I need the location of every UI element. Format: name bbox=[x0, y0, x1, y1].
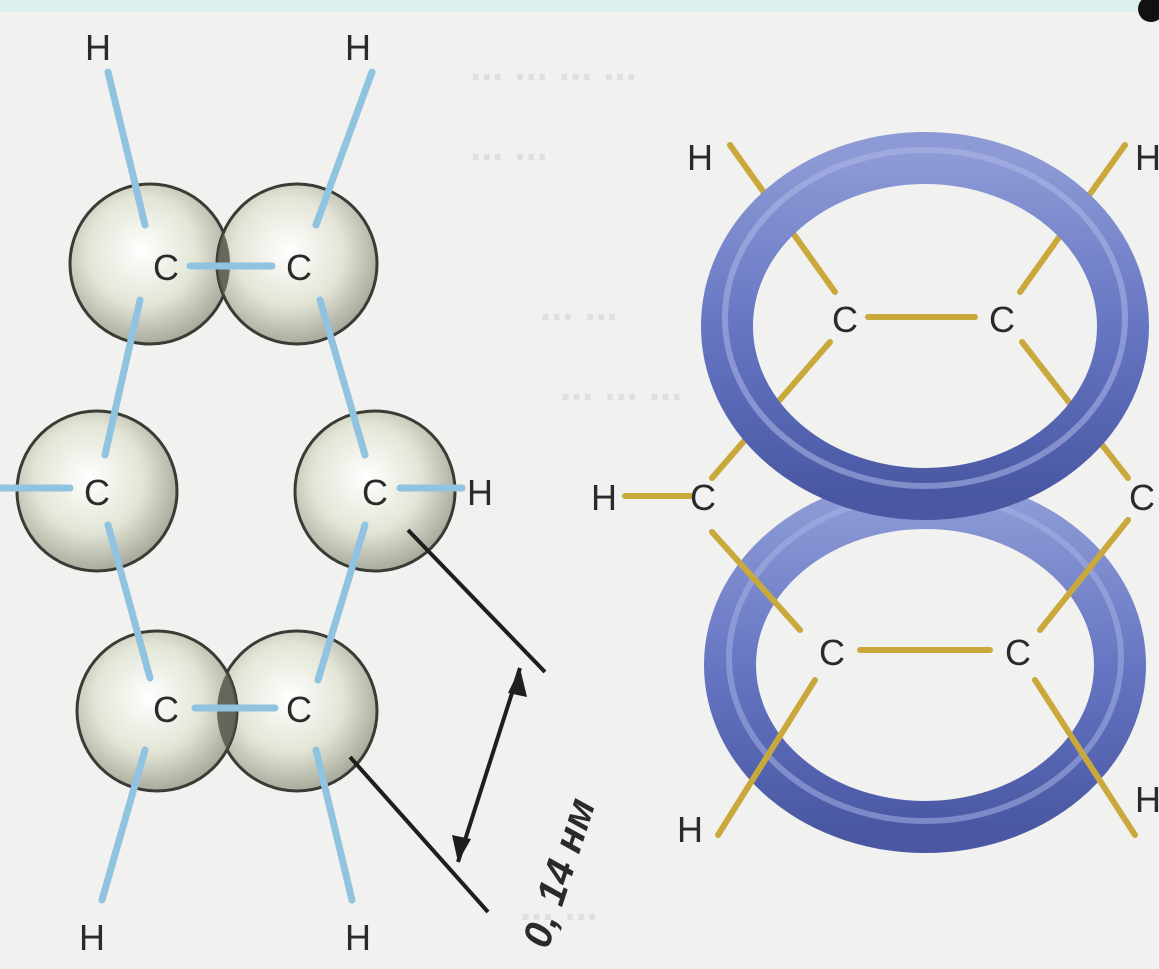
carbon-label: C bbox=[1129, 477, 1155, 518]
carbon-label: C bbox=[286, 247, 312, 288]
hydrogen-label: H bbox=[687, 137, 713, 178]
hydrogen-label: H bbox=[85, 27, 111, 68]
carbon-label: C bbox=[153, 689, 179, 730]
slide-bullet-dot bbox=[1138, 0, 1159, 22]
svg-text:... ... ...: ... ... ... bbox=[560, 365, 682, 409]
carbon-label: C bbox=[832, 299, 858, 340]
hydrogen-label: H bbox=[467, 472, 493, 513]
hydrogen-label: H bbox=[1135, 779, 1159, 820]
sigma-bonds bbox=[0, 68, 466, 904]
dimension-arrowheads bbox=[452, 668, 527, 862]
background-text-ghost: ... ... ... ... ... ... ... ... ... ... … bbox=[470, 45, 682, 929]
hydrogen-label: H bbox=[591, 477, 617, 518]
svg-text:... ... ... ...: ... ... ... ... bbox=[470, 45, 637, 89]
hydrogen-label: H bbox=[345, 27, 371, 68]
svg-text:... ...: ... ... bbox=[470, 125, 548, 169]
top-strip bbox=[0, 0, 1159, 12]
carbon-label: C bbox=[84, 472, 110, 513]
hydrogen-label: H bbox=[345, 917, 371, 958]
pi-electron-cloud-top bbox=[701, 132, 1149, 520]
carbon-label: C bbox=[1005, 632, 1031, 673]
carbon-label: C bbox=[690, 477, 716, 518]
hydrogen-label: H bbox=[1135, 137, 1159, 178]
carbon-label: C bbox=[989, 299, 1015, 340]
carbon-label: C bbox=[819, 632, 845, 673]
hydrogen-label: H bbox=[79, 917, 105, 958]
carbon-label: C bbox=[286, 689, 312, 730]
svg-text:... ...: ... ... bbox=[520, 885, 598, 929]
svg-text:... ...: ... ... bbox=[540, 285, 618, 329]
carbon-label: C bbox=[153, 247, 179, 288]
bond-length-dimension bbox=[348, 528, 547, 914]
carbon-label: C bbox=[362, 472, 388, 513]
left-sphere-model: C C C C C C H H H H H 0, 14 нм bbox=[0, 27, 604, 958]
right-pi-cloud-model: C C C C C C H H H H H bbox=[591, 132, 1159, 853]
hydrogen-label: H bbox=[677, 809, 703, 850]
